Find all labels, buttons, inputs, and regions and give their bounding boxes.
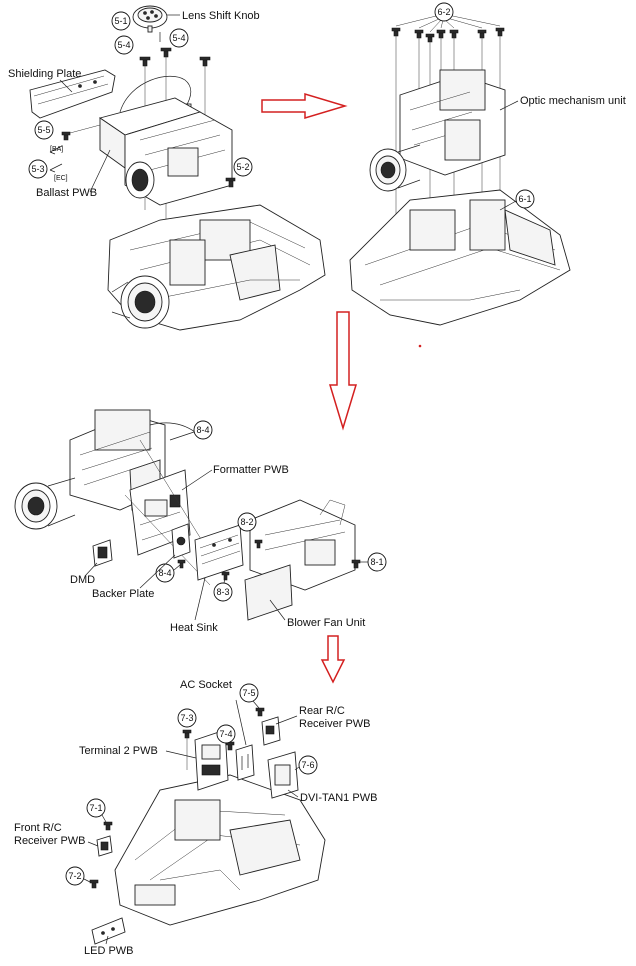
label-ba: [BA]	[50, 146, 63, 153]
callout-5-4-left: 5-4	[114, 35, 134, 55]
label-led-pwb: LED PWB	[84, 945, 134, 957]
svg-text:6-2: 6-2	[437, 7, 450, 17]
step-arrow-down-2	[320, 635, 346, 684]
label-lens-shift-knob: Lens Shift Knob	[182, 10, 260, 22]
label-terminal-2-pwb: Terminal 2 PWB	[79, 745, 158, 757]
label-backer-plate: Backer Plate	[92, 588, 154, 600]
dmd-icon	[92, 539, 113, 567]
label-dvi-tan1-pwb: DVI-TAN1 PWB	[300, 792, 377, 804]
svg-text:7-5: 7-5	[242, 688, 255, 698]
step3-assembly	[14, 409, 361, 621]
svg-text:7-6: 7-6	[301, 760, 314, 770]
step2-assembly	[349, 14, 571, 326]
callout-6-2: 6-2	[434, 2, 454, 22]
svg-text:8-3: 8-3	[216, 587, 229, 597]
callout-8-1: 8-1	[367, 552, 387, 572]
svg-text:8-1: 8-1	[370, 557, 383, 567]
callout-8-2: 8-2	[237, 512, 257, 532]
callout-7-6: 7-6	[298, 755, 318, 775]
svg-text:5-5: 5-5	[37, 125, 50, 135]
svg-text:7-3: 7-3	[180, 713, 193, 723]
svg-text:5-4: 5-4	[172, 33, 185, 43]
label-blower-fan-unit: Blower Fan Unit	[287, 617, 365, 629]
step-arrow-right	[261, 92, 348, 120]
svg-text:5-2: 5-2	[236, 162, 249, 172]
callout-7-4: 7-4	[216, 724, 236, 744]
svg-text:7-4: 7-4	[219, 729, 232, 739]
svg-text:8-4: 8-4	[196, 425, 209, 435]
dvi-tan1-pwb-icon	[267, 751, 299, 799]
callout-8-4-bottom: 8-4	[155, 563, 175, 583]
label-dmd: DMD	[70, 574, 95, 586]
callout-7-5: 7-5	[239, 683, 259, 703]
shielding-plate-icon	[29, 69, 116, 119]
rear-rc-receiver-pwb-icon	[261, 716, 281, 746]
callout-5-4-right: 5-4	[169, 28, 189, 48]
backer-plate-icon	[171, 523, 191, 559]
step-arrow-down-1	[328, 311, 358, 431]
step3-lens-icon	[14, 477, 76, 530]
label-shielding-plate: Shielding Plate	[8, 68, 81, 80]
label-front-rc-line2: Receiver PWB	[14, 835, 86, 847]
callout-5-5: 5-5	[34, 120, 54, 140]
svg-text:6-1: 6-1	[518, 194, 531, 204]
step4-assembly	[89, 699, 326, 945]
led-pwb-icon	[91, 917, 126, 945]
svg-text:7-1: 7-1	[89, 803, 102, 813]
callout-5-2: 5-2	[233, 157, 253, 177]
label-front-rc-line1: Front R/C	[14, 822, 62, 834]
label-ec: [EC]	[54, 175, 68, 182]
callout-8-3: 8-3	[213, 582, 233, 602]
front-rc-receiver-pwb-icon	[96, 835, 113, 857]
label-heat-sink: Heat Sink	[170, 622, 218, 634]
callout-5-3: 5-3	[28, 159, 48, 179]
svg-text:5-4: 5-4	[117, 40, 130, 50]
lens-shift-knob-icon	[132, 5, 168, 33]
label-optic-mechanism-unit: Optic mechanism unit	[520, 95, 626, 107]
svg-text:8-4: 8-4	[158, 568, 171, 578]
svg-text:5-3: 5-3	[31, 164, 44, 174]
svg-text:8-2: 8-2	[240, 517, 253, 527]
svg-text:7-2: 7-2	[68, 871, 81, 881]
svg-text:5-1: 5-1	[114, 16, 127, 26]
callout-7-3: 7-3	[177, 708, 197, 728]
terminal-2-pwb-icon	[194, 729, 229, 791]
label-rear-rc-line2: Receiver PWB	[299, 718, 371, 730]
label-ballast-pwb: Ballast PWB	[36, 187, 97, 199]
callout-7-2: 7-2	[65, 866, 85, 886]
blower-fan-unit-icon	[244, 499, 356, 621]
label-formatter-pwb: Formatter PWB	[213, 464, 289, 476]
callout-7-1: 7-1	[86, 798, 106, 818]
optic-lens-icon	[369, 144, 421, 192]
label-ac-socket: AC Socket	[180, 679, 232, 691]
screws-6-2-icon	[391, 27, 505, 43]
callout-5-1: 5-1	[111, 11, 131, 31]
lens-icon	[111, 275, 170, 329]
callout-6-1: 6-1	[515, 189, 535, 209]
label-rear-rc-line1: Rear R/C	[299, 705, 345, 717]
heat-sink-icon	[194, 524, 244, 581]
callout-8-4-top: 8-4	[193, 420, 213, 440]
step1-assembly	[29, 5, 326, 331]
ac-socket-icon	[235, 744, 255, 781]
